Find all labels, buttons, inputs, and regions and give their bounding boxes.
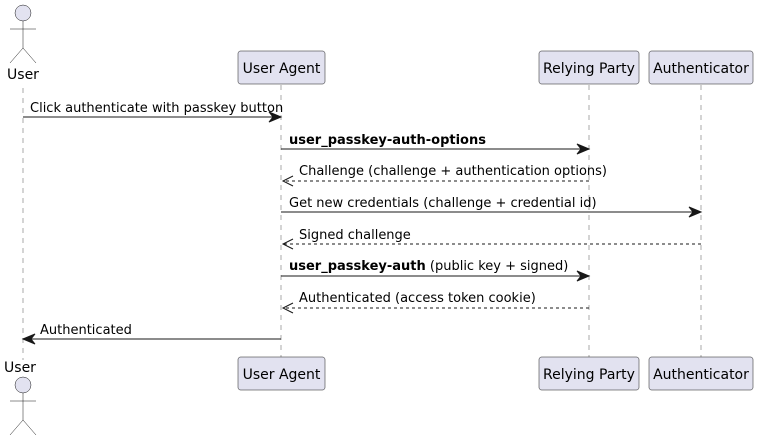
- message-2: user_passkey-auth-options: [281, 133, 591, 155]
- participant-relying-party-bottom: Relying Party: [538, 356, 640, 391]
- message-3-label: Challenge (challenge + authentication op…: [299, 164, 607, 179]
- message-5: Signed challenge: [281, 228, 701, 250]
- participant-relying-party-top-label: Relying Party: [543, 61, 635, 77]
- participant-relying-party-top: Relying Party: [538, 50, 640, 85]
- message-8-label: Authenticated: [40, 323, 132, 338]
- participant-authenticator-top: Authenticator: [648, 50, 754, 85]
- actor-user-bottom: User: [4, 360, 36, 436]
- message-7: Authenticated (access token cookie): [281, 291, 589, 314]
- user-bottom-head-icon: [14, 376, 32, 394]
- arrowhead-right-icon: [576, 143, 591, 155]
- arrowhead-right-icon: [688, 206, 703, 218]
- message-8: Authenticated: [21, 323, 281, 345]
- participant-user-agent-bottom-label: User Agent: [243, 367, 321, 383]
- arrowhead-left-open-icon: [281, 175, 294, 187]
- message-1: Click authenticate with passkey button: [23, 101, 283, 123]
- message-6: user_passkey-auth (public key + signed): [281, 259, 591, 282]
- participant-authenticator-top-label: Authenticator: [653, 61, 749, 77]
- message-4-label: Get new credentials (challenge + credent…: [289, 196, 597, 211]
- participant-authenticator-bottom-label: Authenticator: [653, 367, 749, 383]
- message-2-label: user_passkey-auth-options: [289, 133, 486, 148]
- participant-user-agent-top: User Agent: [237, 50, 326, 85]
- participant-authenticator-bottom: Authenticator: [648, 356, 754, 391]
- message-4: Get new credentials (challenge + credent…: [281, 196, 703, 218]
- participant-user-agent-bottom: User Agent: [237, 356, 326, 391]
- message-5-label: Signed challenge: [299, 228, 411, 243]
- participant-user-agent-top-label: User Agent: [243, 61, 321, 77]
- arrowhead-right-icon: [268, 111, 283, 123]
- user-top-head-icon: [14, 4, 32, 22]
- message-3: Challenge (challenge + authentication op…: [281, 164, 607, 187]
- arrowhead-right-icon: [576, 270, 591, 282]
- actor-user-top: User: [7, 4, 39, 83]
- actor-user-top-label: User: [7, 67, 39, 83]
- message-7-label: Authenticated (access token cookie): [299, 291, 536, 306]
- message-6-label: user_passkey-auth (public key + signed): [289, 259, 568, 274]
- participant-relying-party-bottom-label: Relying Party: [543, 367, 635, 383]
- arrowhead-left-icon: [21, 333, 36, 345]
- actor-user-bottom-label: User: [4, 360, 36, 376]
- arrowhead-left-open-icon: [281, 302, 294, 314]
- arrowhead-left-open-icon: [281, 238, 294, 250]
- message-1-label: Click authenticate with passkey button: [30, 101, 283, 116]
